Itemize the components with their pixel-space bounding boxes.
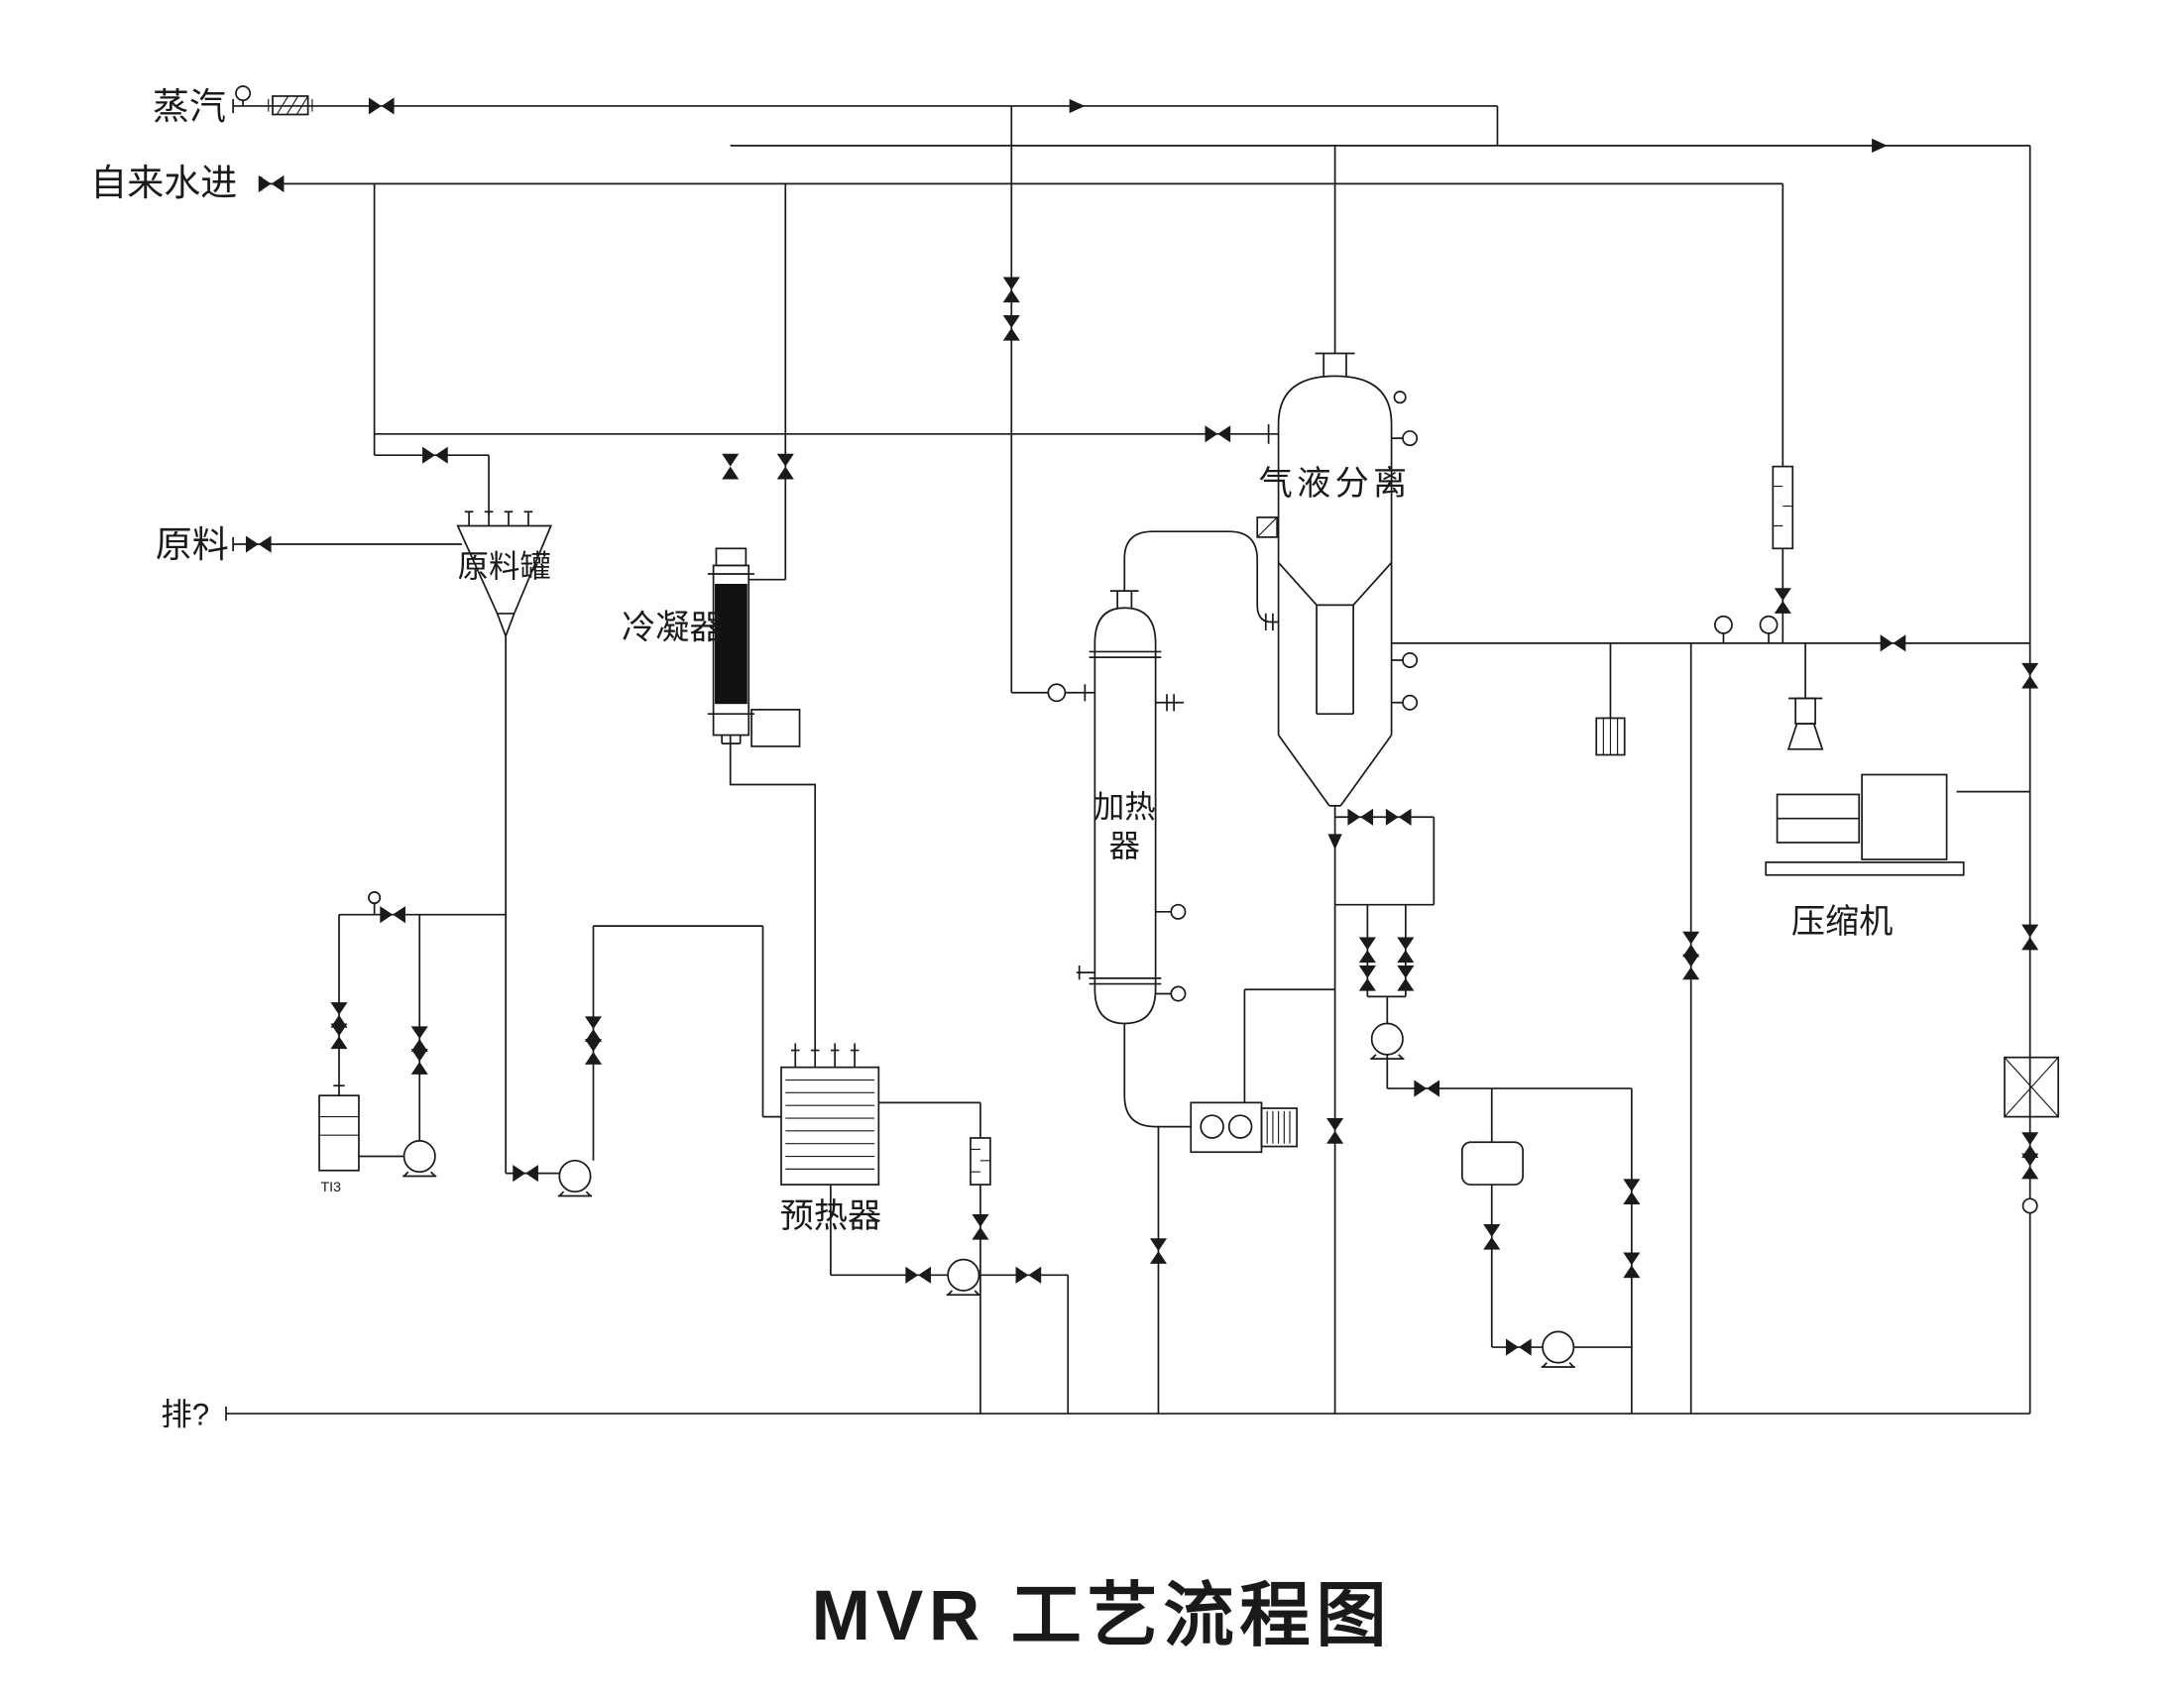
vapor-piping bbox=[730, 145, 2031, 1415]
valve-icon bbox=[2021, 662, 2039, 689]
manway-icon bbox=[1256, 516, 1279, 538]
flow-arrow-icon bbox=[1069, 98, 1086, 114]
separator: 气液分离 bbox=[1256, 352, 1412, 828]
heater: 加热 器 bbox=[1076, 590, 1185, 1025]
valve-icon bbox=[1623, 1179, 1641, 1205]
valve-icon bbox=[1149, 1238, 1168, 1264]
valve-icon bbox=[1347, 808, 1374, 826]
flowmeter-icon bbox=[1772, 465, 1794, 550]
valve-icon bbox=[776, 453, 794, 480]
instrument-icon bbox=[1402, 430, 1419, 447]
separator-bottoms-piping bbox=[1333, 816, 1633, 1415]
pump-icon bbox=[402, 1139, 438, 1178]
circulation-pump bbox=[1190, 1101, 1298, 1154]
condensate-piping bbox=[729, 743, 817, 1044]
preheater-piping bbox=[830, 1101, 1070, 1415]
instrument-icon bbox=[1402, 651, 1419, 668]
heater-label-top: 加热 bbox=[1093, 789, 1156, 824]
pump-icon bbox=[1369, 1022, 1406, 1060]
raw-material-tank: 原料罐 bbox=[456, 511, 553, 639]
seal-water-tank: TI3 bbox=[318, 1080, 360, 1195]
instrument-icon bbox=[1393, 391, 1407, 404]
instrument-icon bbox=[1047, 683, 1067, 703]
condenser: 冷凝器 bbox=[622, 547, 801, 747]
instrument-icon bbox=[1759, 615, 1779, 634]
raw-material-tank-label: 原料罐 bbox=[458, 549, 551, 584]
valves bbox=[245, 97, 2039, 1356]
flow-arrow-icon bbox=[1327, 834, 1342, 851]
motor-icon bbox=[1260, 1107, 1298, 1148]
condenser-label: 冷凝器 bbox=[622, 610, 724, 647]
sight-glass-icon bbox=[1595, 717, 1626, 756]
instrument-icon bbox=[1170, 903, 1187, 920]
valve-icon bbox=[410, 1049, 428, 1075]
valve-icon bbox=[1483, 1223, 1501, 1250]
flowmeter-icon bbox=[970, 1137, 991, 1186]
valve-icon bbox=[380, 906, 405, 924]
valve-icon bbox=[1205, 425, 1231, 443]
valve-icon bbox=[368, 97, 395, 115]
valve-icon bbox=[410, 1026, 428, 1053]
compressor-inlet-cone bbox=[1786, 723, 1824, 750]
pumps bbox=[402, 1022, 1576, 1368]
heater-label-bottom: 器 bbox=[1109, 829, 1140, 863]
pump-icon bbox=[1540, 1330, 1576, 1368]
drain-label: 排? bbox=[161, 1397, 209, 1431]
valve-icon bbox=[1880, 634, 1906, 652]
valve-icon bbox=[1506, 1338, 1532, 1356]
support-frame-icon bbox=[2004, 1056, 2060, 1118]
raw-material-label: 原料 bbox=[156, 523, 229, 565]
compressor: 压缩机 bbox=[1765, 697, 1965, 941]
instrument-icon bbox=[235, 85, 252, 102]
steam-strainer-icon bbox=[268, 95, 313, 116]
steam-piping bbox=[232, 95, 1499, 694]
separator-label: 气液分离 bbox=[1259, 465, 1412, 503]
preheater: 预热器 bbox=[780, 1043, 882, 1235]
valve-icon bbox=[1358, 937, 1376, 964]
instrument-icon bbox=[1714, 615, 1733, 634]
product-tank bbox=[1460, 1141, 1524, 1186]
instrument-icon bbox=[2021, 1197, 2038, 1214]
compressor-suction-piping bbox=[1391, 642, 2030, 1415]
valve-icon bbox=[1682, 954, 1700, 980]
valve-icon bbox=[1623, 1252, 1641, 1279]
valve-icon bbox=[1682, 931, 1700, 958]
diagram-title: MVR 工艺流程图 bbox=[812, 1576, 1393, 1655]
tank-tag: TI3 bbox=[320, 1180, 341, 1195]
flow-arrows bbox=[1069, 98, 1888, 851]
steam-label: 蒸汽 bbox=[153, 85, 226, 127]
valve-icon bbox=[722, 453, 740, 480]
instruments bbox=[235, 85, 2038, 1214]
valve-icon bbox=[1358, 965, 1376, 991]
drain-piping bbox=[225, 1406, 2030, 1421]
flow-arrow-icon bbox=[1872, 138, 1888, 154]
pump-icon bbox=[945, 1258, 981, 1297]
condenser-seal-pot bbox=[750, 709, 801, 747]
heater-circulation-piping bbox=[1123, 530, 1335, 1415]
instrument-icon bbox=[368, 891, 382, 905]
valve-icon bbox=[972, 1214, 989, 1240]
valve-icon bbox=[422, 446, 448, 464]
instrument-icon bbox=[1170, 985, 1187, 1002]
instrument-icon bbox=[1402, 694, 1419, 711]
valve-icon bbox=[1002, 315, 1020, 341]
valve-icon bbox=[1385, 808, 1412, 826]
valve-icon bbox=[258, 174, 285, 192]
tap-water-label: 自来水进 bbox=[90, 162, 237, 203]
pump-icon bbox=[557, 1159, 593, 1197]
valve-icon bbox=[1774, 588, 1791, 614]
valve-icon bbox=[1002, 277, 1020, 303]
compressor-label: 压缩机 bbox=[1791, 903, 1894, 941]
preheater-label: 预热器 bbox=[780, 1197, 882, 1235]
raw-material-piping bbox=[232, 536, 782, 1175]
valve-icon bbox=[2021, 924, 2039, 951]
